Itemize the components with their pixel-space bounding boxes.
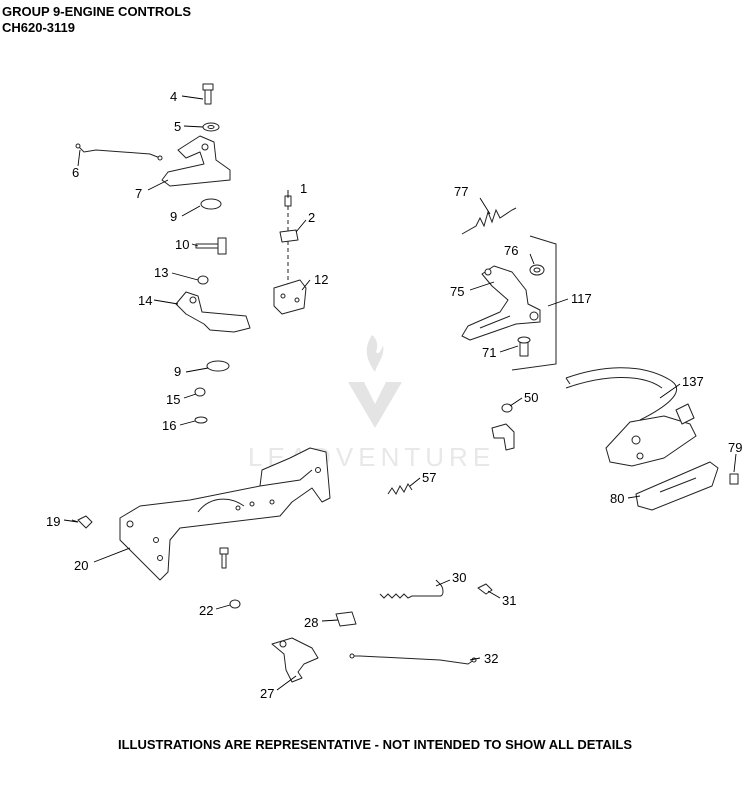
- part-71-pin: [517, 336, 531, 357]
- callout-50: 50: [524, 390, 538, 405]
- disclaimer-note: ILLUSTRATIONS ARE REPRESENTATIVE - NOT I…: [118, 737, 632, 752]
- part-10-bolt: [195, 237, 227, 255]
- callout-22: 22: [199, 603, 213, 618]
- callout-76: 76: [504, 243, 518, 258]
- callout-16: 16: [162, 418, 176, 433]
- callout-117: 117: [571, 291, 592, 306]
- watermark-logo: LEADVENTURE: [248, 335, 490, 472]
- part-27-bracket: [271, 637, 319, 683]
- part-13-nut: [197, 275, 209, 285]
- callout-31: 31: [502, 593, 516, 608]
- callout-6: 6: [72, 165, 79, 180]
- callout-19: 19: [46, 514, 60, 529]
- callout-5: 5: [174, 119, 181, 134]
- callout-137: 137: [682, 374, 704, 389]
- part-5-washer: [202, 122, 220, 132]
- part-28-clip: [335, 611, 357, 627]
- callout-75: 75: [450, 284, 464, 299]
- part-22-screw: [229, 599, 241, 609]
- part-12-plate: [273, 279, 307, 315]
- part-137-throttle-control: [565, 367, 697, 467]
- part-7-lever: [161, 135, 231, 187]
- part-screw: [219, 547, 229, 569]
- callout-57: 57: [422, 470, 436, 485]
- callout-27: 27: [260, 686, 274, 701]
- part-77-spring: [461, 207, 517, 235]
- callout-10: 10: [175, 237, 189, 252]
- part-6-rod: [75, 143, 163, 161]
- callout-32: 32: [484, 651, 498, 666]
- part-20-main-bracket: [119, 447, 331, 581]
- part-32-rod: [349, 653, 477, 665]
- callout-4: 4: [170, 89, 177, 104]
- diagram-title: GROUP 9-ENGINE CONTROLS: [2, 4, 192, 19]
- callout-1: 1: [300, 181, 307, 196]
- callout-79: 79: [728, 440, 742, 455]
- callout-9-lower: 9: [174, 364, 181, 379]
- callout-80: 80: [610, 491, 624, 506]
- part-15-nut: [194, 387, 206, 397]
- part-30-spring: [379, 579, 444, 599]
- callout-14: 14: [138, 293, 152, 308]
- callout-12: 12: [314, 272, 328, 287]
- callout-labels: 1 2 4 5 6 7 9 9 10 12 13 14 15 16 19 20 …: [46, 89, 742, 701]
- leader-lines: [63, 95, 737, 691]
- part-79-screw: [729, 473, 739, 485]
- part-14-bracket: [175, 291, 251, 333]
- model-number: CH620-3119: [2, 20, 75, 35]
- callout-77: 77: [454, 184, 468, 199]
- part-9-washer-lower: [206, 360, 230, 372]
- part-2-clip: [279, 229, 299, 243]
- part-80-plate: [635, 461, 719, 511]
- callout-28: 28: [304, 615, 318, 630]
- callout-2: 2: [308, 210, 315, 225]
- callout-20: 20: [74, 558, 88, 573]
- part-4-bolt: [202, 83, 214, 105]
- callout-13: 13: [154, 265, 168, 280]
- part-9-washer-upper: [200, 198, 222, 210]
- part-57-spring: [387, 483, 413, 495]
- part-50-bracket: [491, 403, 515, 451]
- part-75-lever: [461, 265, 541, 341]
- assembly-117-bracket-line: [511, 235, 557, 371]
- part-16-washer: [194, 416, 208, 424]
- callout-7: 7: [135, 186, 142, 201]
- callout-71: 71: [482, 345, 496, 360]
- part-76-bushing: [529, 264, 545, 276]
- callout-9-upper: 9: [170, 209, 177, 224]
- callout-30: 30: [452, 570, 466, 585]
- callout-15: 15: [166, 392, 180, 407]
